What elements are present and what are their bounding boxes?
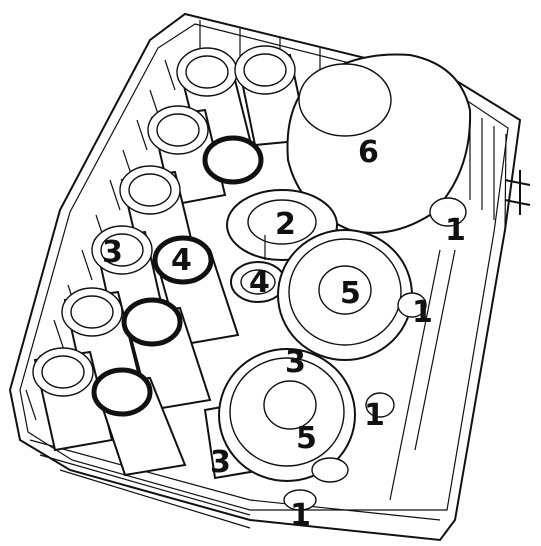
callout-1: 1: [412, 295, 433, 330]
callout-2: 2: [275, 207, 296, 242]
callout-4: 4: [171, 243, 192, 278]
callout-3: 3: [102, 235, 123, 270]
glass: [205, 138, 261, 182]
callout-3: 3: [285, 345, 306, 380]
callout-3: 3: [210, 445, 231, 480]
callout-1: 1: [290, 498, 311, 533]
callout-6: 6: [358, 135, 379, 170]
callout-4: 4: [249, 265, 270, 300]
callout-5: 5: [340, 276, 361, 311]
callout-1: 1: [364, 398, 385, 433]
callout-1: 1: [445, 213, 466, 248]
callout-5: 5: [296, 421, 317, 456]
